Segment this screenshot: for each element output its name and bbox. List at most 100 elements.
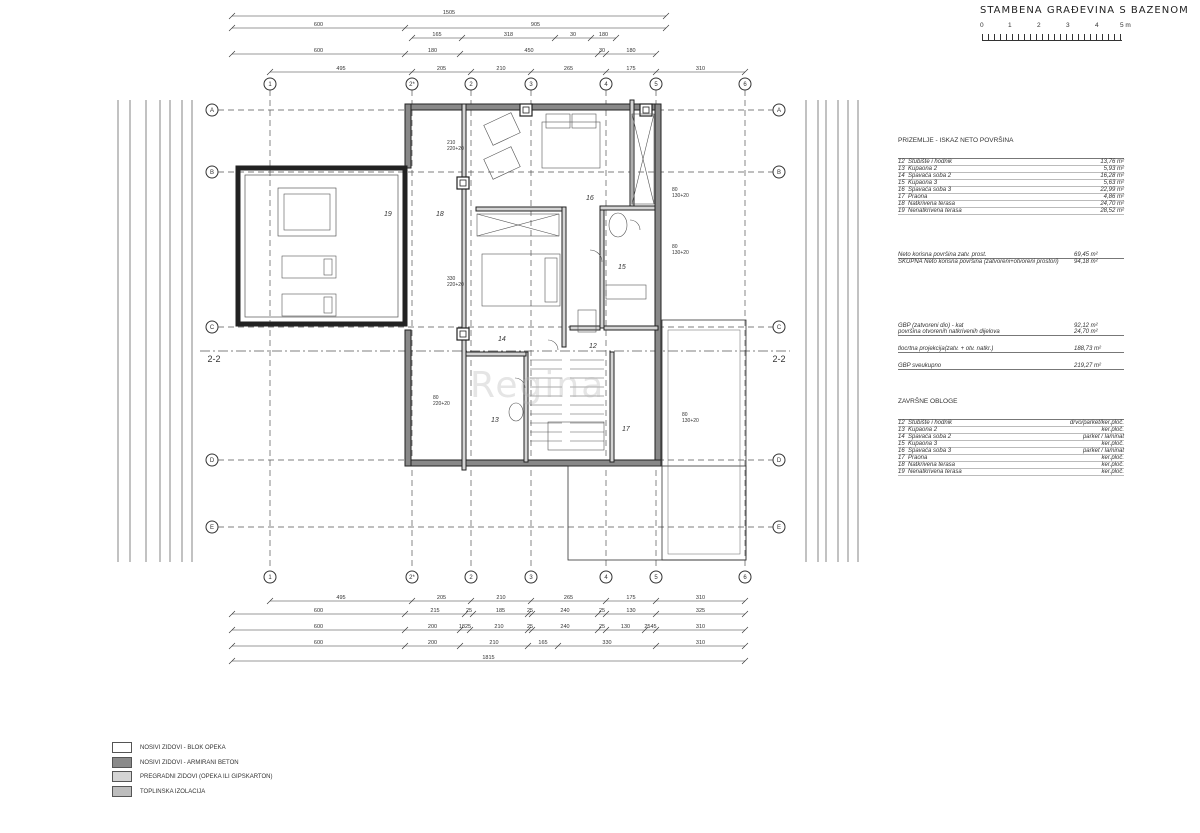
partition-wall: [461, 103, 467, 471]
row-value: 5,63 m²: [1103, 180, 1124, 186]
jacuzzi: [283, 193, 331, 231]
dimension-tick: [461, 610, 469, 618]
grid-axis-bubble: [205, 103, 219, 117]
dimension-tick: [401, 50, 409, 58]
dimension-tick: [641, 626, 649, 634]
dimension-value: 210: [496, 66, 505, 72]
dimension-tick: [602, 626, 610, 634]
row-value: ker.ploč.: [1101, 462, 1124, 468]
grid-axis-bubble: [649, 570, 663, 584]
dimension-value: 180: [626, 48, 635, 54]
gbp-value: 188,73 m²: [1074, 346, 1102, 352]
row-number: 15: [898, 441, 905, 447]
partition-wall: [465, 351, 527, 357]
dimension-value: 600: [314, 624, 323, 630]
dimension-tick: [408, 68, 416, 76]
pool-outline: [567, 465, 747, 561]
door-swing: [514, 377, 526, 389]
dimension-tick: [652, 50, 660, 58]
dimension-tick: [458, 34, 466, 42]
dimension-tick: [554, 642, 562, 650]
dimension-tick: [652, 642, 660, 650]
row-value: ker.ploč.: [1101, 427, 1124, 433]
dimension-value: 130: [626, 608, 635, 614]
room-number: 19: [384, 211, 392, 218]
structural-column: [459, 330, 467, 338]
toilet: [608, 212, 628, 238]
row-value: ker.ploč.: [1101, 441, 1124, 447]
armchair: [483, 146, 521, 180]
scale-tick: 3: [1066, 22, 1070, 29]
furniture: [277, 112, 655, 451]
dimension-tick: [228, 657, 236, 665]
grid-axis-bubble: [464, 570, 478, 584]
grid-axis-bubble: [205, 520, 219, 534]
dimension-value: 25: [527, 624, 533, 630]
dimension-tick: [527, 597, 535, 605]
legend-item: PREGRADNI ZIDOVI (OPEKA ILI GIPSKARTON): [112, 771, 272, 782]
dimension-value: 180: [428, 48, 437, 54]
dimension-value: 265: [564, 66, 573, 72]
dimension-tick: [456, 50, 464, 58]
dimension-tick: [612, 34, 620, 42]
grid-axis-bubble: [738, 77, 752, 91]
grid-axis-label: 3: [529, 82, 533, 88]
dimension-value: 205: [437, 595, 446, 601]
row-value: parket / laminat: [1082, 434, 1124, 440]
grid-axis-label: A: [210, 108, 214, 114]
dimension-value: 180: [599, 32, 608, 38]
pillow: [545, 113, 571, 129]
gbp-label: tlocrtna projekcija(zatv. + otv. natkr.): [898, 346, 994, 352]
row-number: 17: [898, 194, 905, 200]
row-number: 16: [898, 187, 905, 193]
pool-inner: [667, 329, 741, 555]
dimension-value: 600: [314, 640, 323, 646]
row-value: 22,99 m²: [1100, 187, 1124, 193]
dimension-value: 1825: [459, 624, 471, 630]
section-label: 2-2: [207, 354, 220, 364]
sun-lounger: [323, 296, 333, 314]
dimension-tick: [524, 642, 532, 650]
row-label: Kupaona 3: [908, 441, 938, 447]
grid-axis-label: C: [210, 325, 215, 331]
dimension-tick: [602, 50, 610, 58]
dimension-value: 325: [696, 608, 705, 614]
row-label: Spavaća soba 3: [908, 187, 952, 193]
opening-dimension: 80: [672, 187, 678, 193]
dimension-value: 165: [538, 640, 547, 646]
dimension-tick: [528, 610, 536, 618]
grid-axis-bubble: [524, 570, 538, 584]
row-number: 12: [898, 159, 905, 165]
opening-dimension: 330: [447, 276, 456, 282]
row-number: 14: [898, 434, 905, 440]
opening-dimension: 210: [447, 140, 456, 146]
dimension-value: 185: [496, 608, 505, 614]
row-number: 18: [898, 201, 905, 207]
partition-wall: [599, 205, 605, 329]
section-label: 2-2: [772, 354, 785, 364]
dimension-tick: [741, 642, 749, 650]
exterior-wall: [404, 329, 412, 467]
wardrobe: [631, 113, 655, 205]
row-label: Nenatkrivena terasa: [908, 208, 962, 214]
pillow: [571, 113, 597, 129]
gbp-value: 92,12 m²: [1074, 323, 1098, 329]
room-number: 14: [498, 336, 506, 343]
dimension-tick: [401, 610, 409, 618]
partition-wall: [475, 206, 567, 212]
grid-axis-label: E: [777, 525, 781, 531]
dimension-tick: [228, 626, 236, 634]
row-value: ker.ploč.: [1101, 455, 1124, 461]
washbasin: [577, 309, 597, 333]
grid-axis-bubble: [524, 77, 538, 91]
opening-dimension: 80: [433, 395, 439, 401]
sun-lounger: [323, 258, 333, 276]
dimension-tick: [527, 68, 535, 76]
dimension-tick: [587, 34, 595, 42]
scale-tick: 2: [1037, 22, 1041, 29]
dimension-tick: [528, 626, 536, 634]
wardrobe: [631, 113, 655, 205]
dimension-tick: [524, 626, 532, 634]
